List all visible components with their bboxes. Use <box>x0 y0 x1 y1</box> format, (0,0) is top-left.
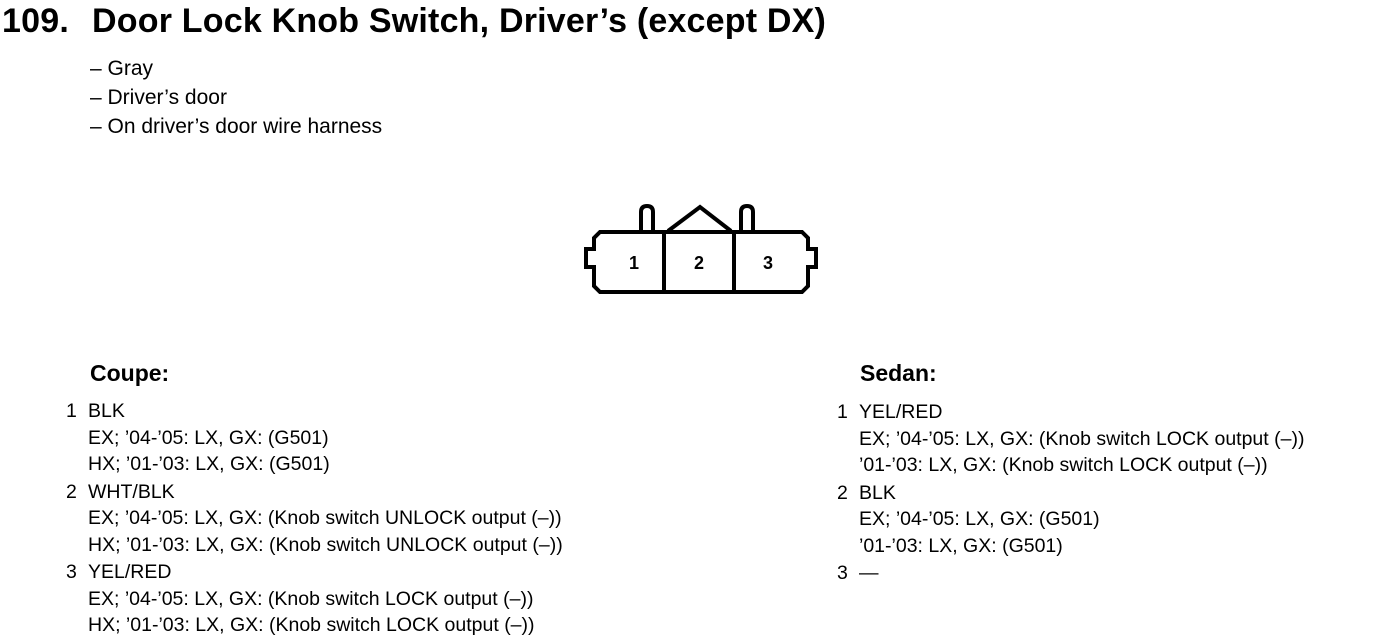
locking-tab-left <box>639 203 655 232</box>
pin-detail: ’01-’03: LX, GX: (Knob switch LOCK outpu… <box>859 454 1268 476</box>
wire-color: — <box>859 562 879 584</box>
pin-number: 3 <box>66 561 77 583</box>
pin-detail: EX; ’04-’05: LX, GX: (Knob switch LOCK o… <box>88 587 534 610</box>
connector-diagram: 1 2 3 <box>584 203 818 294</box>
pin-label-1: 1 <box>629 253 639 273</box>
pin-detail: EX; ’04-’05: LX, GX: (Knob switch LOCK o… <box>859 427 1305 450</box>
pin-detail: EX; ’04-’05: LX, GX: (G501) <box>88 426 329 449</box>
sedan-pin-list: 1 YEL/RED EX; ’04-’05: LX, GX: (Knob swit… <box>837 399 1304 588</box>
wire-color: YEL/RED <box>88 561 172 583</box>
pin-detail: HX; ’01-’03: LX, GX: (Knob switch LOCK o… <box>88 614 535 636</box>
connector-housing <box>584 230 818 294</box>
coupe-pin-3: 3 YEL/RED EX; ’04-’05: LX, GX: (Knob swit… <box>66 559 563 639</box>
coupe-pin-1: 1 BLK EX; ’04-’05: LX, GX: (G501) HX; ’01… <box>66 398 563 478</box>
coupe-pin-list: 1 BLK EX; ’04-’05: LX, GX: (G501) HX; ’01… <box>66 398 563 640</box>
sedan-pin-3: 3— <box>837 560 1304 587</box>
connector-notes: – Gray – Driver’s door – On driver’s doo… <box>90 54 382 141</box>
pin-detail: HX; ’01-’03: LX, GX: (Knob switch UNLOCK… <box>88 533 563 556</box>
note-harness: – On driver’s door wire harness <box>90 115 383 138</box>
title-number: 109. <box>2 2 69 40</box>
note-color: – Gray <box>90 57 154 80</box>
pin-detail: ’01-’03: LX, GX: (G501) <box>859 534 1063 557</box>
pin-number: 1 <box>837 401 848 423</box>
pin-detail: EX; ’04-’05: LX, GX: (G501) <box>859 508 1100 530</box>
pin-detail: HX; ’01-’03: LX, GX: (G501) <box>88 453 330 475</box>
pin-number: 2 <box>66 480 77 503</box>
pin-detail: EX; ’04-’05: LX, GX: (Knob switch UNLOCK… <box>88 507 562 529</box>
sedan-pin-2: 2 BLK EX; ’04-’05: LX, GX: (G501) ’01-’03… <box>837 480 1304 560</box>
pin-label-2: 2 <box>694 253 704 273</box>
locking-tab-right <box>739 203 755 232</box>
note-location: – Driver’s door <box>90 86 227 109</box>
wire-color: BLK <box>88 400 125 422</box>
sedan-pin-1: 1 YEL/RED EX; ’04-’05: LX, GX: (Knob swit… <box>837 399 1304 479</box>
wire-color: BLK <box>859 481 896 504</box>
pin-number: 1 <box>66 400 77 422</box>
coupe-pin-2: 2 WHT/BLK EX; ’04-’05: LX, GX: (Knob swit… <box>66 479 563 559</box>
pin-number: 3 <box>837 562 848 584</box>
wire-color: YEL/RED <box>859 401 943 423</box>
pin-label-3: 3 <box>763 253 773 273</box>
coupe-heading: Coupe: <box>90 360 170 386</box>
wire-color: WHT/BLK <box>88 480 175 503</box>
page-title: 109. Door Lock Knob Switch, Driver’s (exc… <box>2 2 826 41</box>
key-ridge <box>666 204 733 233</box>
title-text: Door Lock Knob Switch, Driver’s (except … <box>92 2 827 40</box>
pin-number: 2 <box>837 481 848 504</box>
sedan-heading: Sedan: <box>860 360 937 386</box>
